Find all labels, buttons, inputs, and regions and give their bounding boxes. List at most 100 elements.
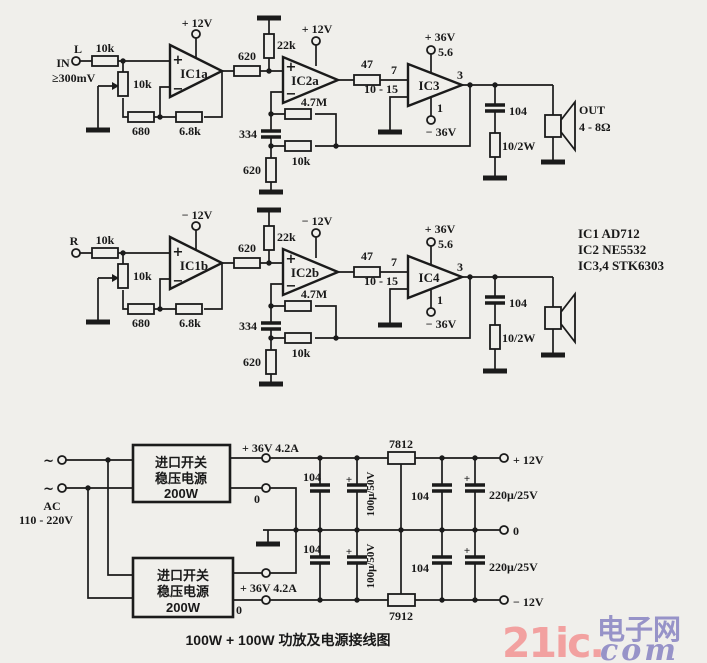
label-psu-c-out-top-film: 104	[411, 489, 429, 503]
label-ch2-22k: 22k	[277, 230, 296, 244]
terminal-ch1-n36v	[426, 115, 436, 125]
label-psu-box2-line1: 进口开关	[157, 568, 209, 583]
label-psu-out1-pos: + 36V 4.2A	[242, 441, 299, 455]
pot-wiper-arrow	[112, 274, 119, 282]
label-rail-p12v: + 12V	[513, 453, 544, 467]
label-power-ic4: IC4	[419, 270, 440, 285]
label-ch1-4.7M: 4.7M	[301, 95, 327, 109]
label-parts-ic1: IC1 AD712	[578, 226, 640, 241]
label-ch2-pin7: 7	[391, 255, 397, 269]
label-ch1-pin7: 7	[391, 63, 397, 77]
mark-cap-plus-2: +	[346, 546, 352, 558]
label-ch1-680: 680	[132, 124, 150, 138]
mark-ic2a-minus: −	[286, 87, 297, 102]
site-logo: 21ic. 电子网 com	[502, 614, 681, 663]
capacitor-psu-104-out-bot	[430, 555, 454, 565]
terminal-ch2-n36v	[426, 307, 436, 317]
label-ch2-r-series: 10k	[96, 233, 115, 247]
resistor-ch2-620	[233, 257, 261, 269]
label-ch1-47: 47	[361, 57, 373, 71]
resistor-ch1-input-10k	[91, 55, 119, 67]
logo-cn-text: 电子网	[597, 614, 681, 645]
resistor-ch2-6.8k	[175, 303, 203, 315]
label-ch2-supply2: − 12V	[302, 214, 333, 228]
label-psu-box1-line2: 稳压电源	[155, 471, 207, 486]
opamp-ic2a	[281, 55, 342, 105]
capacitor-psu-220u-top	[463, 483, 487, 493]
capacitor-psu-220u-bot	[463, 555, 487, 565]
terminal-ch1-p36v	[426, 45, 436, 55]
terminal-ch1-p12v-2	[311, 36, 321, 46]
resistor-ch2-620b	[265, 349, 277, 375]
label-ch2-334: 334	[239, 319, 257, 333]
capacitor-ch1-334	[259, 129, 283, 139]
resistor-ch2-input-10k	[91, 247, 119, 259]
capacitor-psu-104-out-top	[430, 483, 454, 493]
mark-ic1a-minus: −	[173, 82, 184, 97]
mark-cap-plus-4: +	[464, 545, 470, 557]
resistor-ch1-22k	[263, 33, 275, 59]
label-ch1-pins-10-15: 10 - 15	[364, 82, 398, 96]
label-power-ic3: IC3	[419, 78, 440, 93]
label-ch2-47: 47	[361, 249, 373, 263]
terminal-ch1-p12v	[191, 29, 201, 39]
label-ch1-n36: − 36V	[426, 125, 457, 139]
resistor-ch1-680	[127, 111, 155, 123]
label-rail-zero: 0	[513, 524, 519, 538]
label-regulator-7912: 7912	[389, 609, 413, 623]
opamp-ic2b	[281, 247, 342, 297]
power-ic4	[406, 254, 466, 300]
terminal-ch2-p36v	[426, 237, 436, 247]
label-ch2-10-2W: 10/2W	[502, 331, 535, 345]
label-ch2-fb-10k: 10k	[292, 346, 311, 360]
label-psu-out2-zero: 0	[236, 603, 242, 617]
mark-ic2b-plus: +	[286, 252, 297, 267]
resistor-ch2-4.7M	[284, 300, 312, 312]
label-ch2-n36: − 36V	[426, 317, 457, 331]
label-opamp-ic1b: IC1b	[180, 258, 208, 273]
label-psu-out1-zero: 0	[254, 492, 260, 506]
potentiometer-ch1-10k	[117, 71, 129, 97]
label-rail-n12v: − 12V	[513, 595, 544, 609]
mark-ic1a-plus: +	[173, 53, 184, 68]
resistor-ch2-10-2W	[489, 324, 501, 350]
terminal-psu2-pos	[261, 568, 271, 578]
label-parts-ic34: IC3,4 STK6303	[578, 258, 664, 273]
power-ic3	[406, 62, 466, 108]
ch2-wires	[80, 210, 554, 383]
label-ch1-load: 4 - 8Ω	[579, 120, 611, 134]
label-ch1-supply2: + 12V	[302, 22, 333, 36]
resistor-ch1-6.8k	[175, 111, 203, 123]
label-psu-c-bot-el: 100μ/50V	[365, 544, 377, 589]
terminal-out-n12v	[499, 595, 509, 605]
opamp-ic1a	[168, 43, 225, 99]
label-ch2-channel: R	[70, 234, 79, 248]
label-ch1-out: OUT	[579, 103, 605, 117]
resistor-ch2-680	[127, 303, 155, 315]
mark-ac-tilde-2: ~	[43, 482, 54, 497]
label-ch1-pot: 10k	[133, 77, 152, 91]
terminal-out-p12v	[499, 453, 509, 463]
terminal-ch2-input	[71, 248, 81, 258]
label-opamp-ic2b: IC2b	[291, 265, 319, 280]
resistor-ch1-10-2W	[489, 132, 501, 158]
logo-21ic-text: 21ic.	[502, 619, 603, 663]
label-ch2-620b: 620	[243, 355, 261, 369]
label-ch1-p36: + 36V	[425, 30, 456, 44]
psu-junction-dots	[85, 455, 478, 603]
label-ch1-104: 104	[509, 104, 527, 118]
psu-box-2	[131, 556, 235, 619]
label-ch1-22k: 22k	[277, 38, 296, 52]
terminal-psu2-zero	[261, 595, 271, 605]
speaker-ch2	[544, 293, 576, 343]
label-ch1-6.8k: 6.8k	[179, 124, 201, 138]
label-psu-box1-line3: 200W	[164, 486, 199, 501]
psu-wires	[66, 457, 500, 601]
label-psu-box2-line3: 200W	[166, 600, 201, 615]
label-ch1-334: 334	[239, 127, 257, 141]
ch1-wires	[80, 18, 554, 191]
label-psu-out2-pos: + 36V 4.2A	[240, 581, 297, 595]
capacitor-ch2-104	[483, 295, 507, 305]
